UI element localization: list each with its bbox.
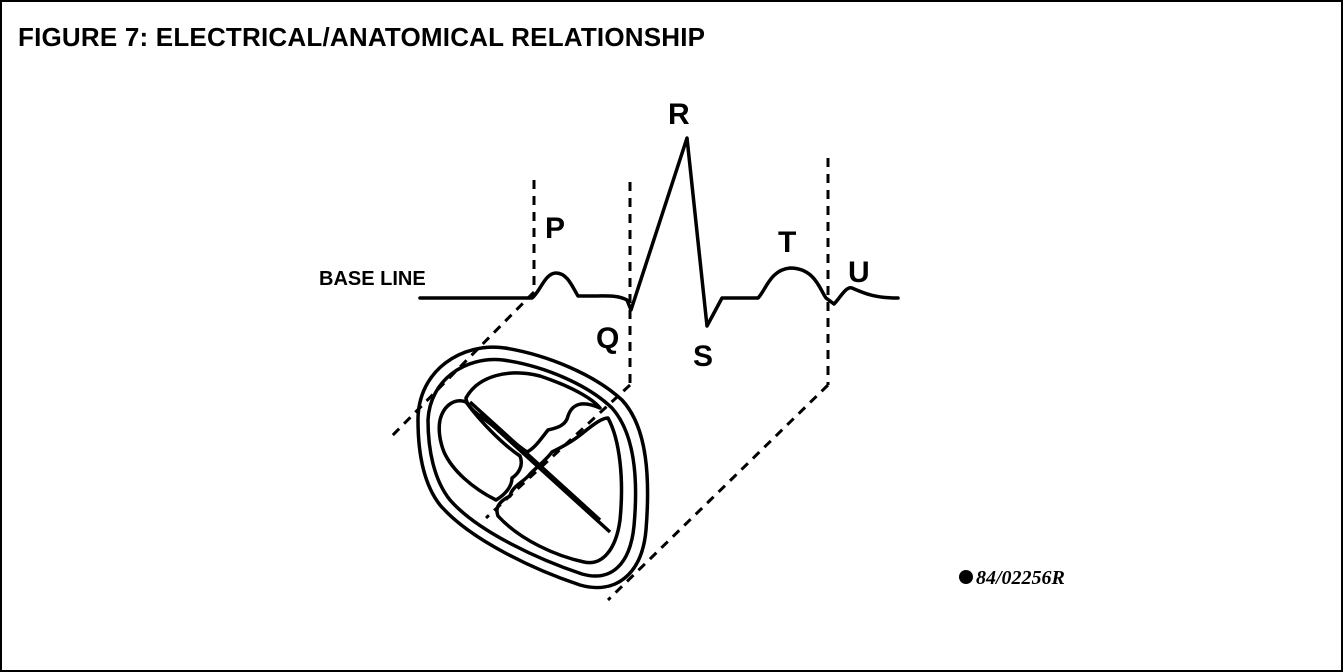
heart-septum-line-1: [468, 400, 602, 522]
reference-code: 84/02256R: [976, 567, 1065, 589]
dashed-guide-lines: [386, 158, 830, 602]
heart-inner-wall: [426, 357, 638, 578]
heart-cross-section: [416, 345, 650, 590]
wave-label-r: R: [668, 98, 690, 131]
wave-label-s: S: [693, 340, 713, 373]
heart-chamber-lower: [495, 416, 624, 565]
heart-septum-line-2: [478, 412, 612, 534]
dashed-projection-right: [606, 383, 830, 602]
wave-label-t: T: [778, 226, 796, 259]
figure-title: FIGURE 7: ELECTRICAL/ANATOMICAL RELATION…: [18, 22, 706, 52]
heart-chamber-left: [437, 399, 524, 502]
heart-outer-wall: [416, 345, 650, 590]
wave-label-p: P: [545, 212, 565, 245]
baseline-label: BASE LINE: [319, 268, 426, 290]
reference-stamp: 84/02256R: [959, 567, 1065, 589]
wave-label-u: U: [848, 256, 870, 289]
wave-label-q: Q: [596, 322, 619, 355]
ecg-trace: [418, 136, 900, 328]
stamp-mark-icon: [959, 570, 973, 584]
